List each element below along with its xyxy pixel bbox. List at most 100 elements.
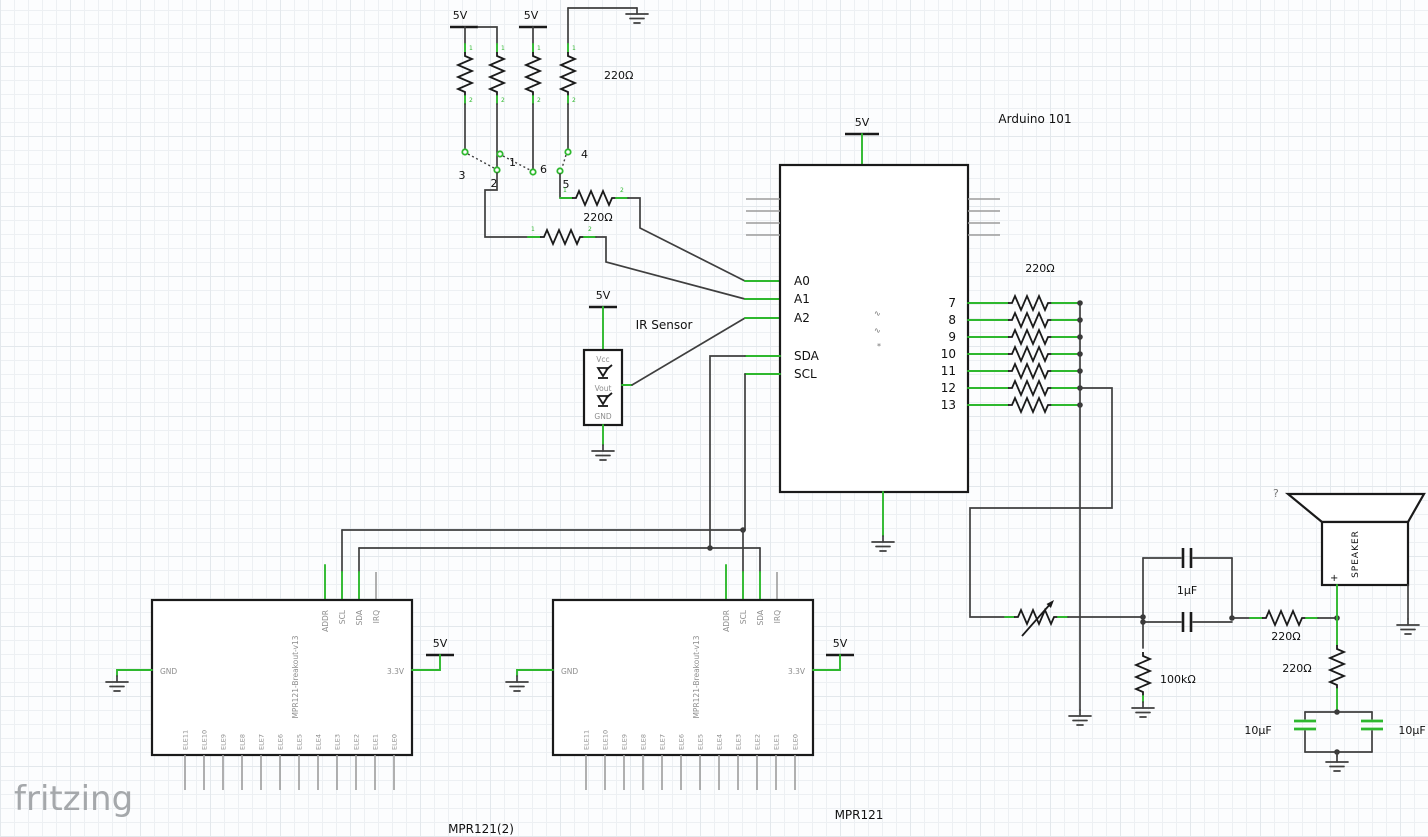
resistor[interactable]: 1 2 [560, 43, 576, 105]
resistor[interactable]: 1 2 [525, 43, 541, 105]
board-body[interactable] [551, 598, 815, 757]
speaker-body[interactable] [1320, 520, 1410, 587]
ground-symbol[interactable] [1396, 618, 1420, 635]
pin-number: 1 [469, 45, 473, 52]
resistor-body [489, 51, 505, 97]
ir-vcc-label: Vcc [596, 355, 609, 364]
ground-symbol[interactable] [1131, 701, 1155, 718]
power-5v-label: 5V [453, 9, 468, 22]
ele-pin-label: ELE8 [640, 734, 648, 750]
pin-number: 1 [501, 45, 505, 52]
arduino-101[interactable]: 5V Arduino 101 A0 A1 A2 SDA SCL 7 8 9 10… [746, 112, 1072, 552]
power-5v[interactable]: 5V [826, 637, 854, 657]
power-5v[interactable]: 5V [845, 116, 879, 136]
ground-symbol[interactable] [1068, 709, 1092, 726]
audio-section: 1µF 100kΩ 220Ω 220Ω 10µF 10µF [1004, 487, 1426, 772]
resistor[interactable]: 1 2 [489, 43, 505, 105]
pin-number: 1 [572, 45, 576, 52]
resistor[interactable]: 1 2 [527, 226, 597, 245]
wire[interactable] [477, 26, 498, 45]
power-5v[interactable]: 5V [589, 289, 617, 309]
switch-contact[interactable] [461, 148, 469, 156]
wire[interactable] [484, 172, 529, 238]
wire[interactable] [516, 669, 554, 677]
pin-label-13: 13 [941, 398, 956, 412]
resistor[interactable] [967, 312, 1081, 328]
ground-symbol[interactable] [625, 7, 649, 24]
ground-symbol[interactable] [1325, 755, 1349, 772]
switch-contact[interactable] [496, 150, 504, 158]
resistor-body [1007, 346, 1053, 362]
ele-pin-label: ELE9 [220, 734, 228, 750]
resistor-100k[interactable]: 100kΩ [1135, 651, 1196, 703]
capacitor-10uf-left[interactable]: 10µF [1244, 711, 1316, 753]
ground-symbol[interactable] [105, 675, 129, 692]
speaker[interactable]: ? SPEAKER + [1273, 487, 1426, 587]
pin-label-a2: A2 [794, 311, 810, 325]
ir-sensor[interactable]: 5V Vcc Vout GND IR Sensor [582, 289, 781, 461]
speaker-plus-label: + [1330, 573, 1338, 584]
resistor[interactable] [967, 397, 1081, 413]
capacitor-10uf-right[interactable]: 10µF [1361, 711, 1426, 753]
switch-contact[interactable] [556, 167, 564, 175]
capacitor-value-label: 1µF [1177, 584, 1197, 597]
resistor[interactable] [967, 295, 1081, 311]
potentiometer[interactable] [1004, 600, 1069, 637]
switch-contact[interactable] [493, 166, 501, 174]
wire-a0[interactable] [627, 197, 746, 282]
resistor-series[interactable]: 220Ω [1231, 610, 1338, 643]
switch-pin-label: 5 [563, 178, 570, 191]
scl-pin-label: SCL [338, 609, 347, 624]
wire[interactable] [411, 654, 441, 671]
wiper-arrow-icon [1021, 601, 1053, 637]
junction-dot [1077, 300, 1083, 306]
led-symbol-icon [596, 395, 610, 406]
power-5v[interactable]: 5V [519, 9, 547, 29]
ele-pin-label: ELE7 [258, 734, 266, 750]
wire-sda[interactable] [709, 355, 746, 549]
switch-pin-label: 6 [540, 163, 547, 176]
switch-contact[interactable] [529, 168, 537, 176]
switch-pin-label: 4 [581, 148, 588, 161]
power-5v[interactable]: 5V [450, 9, 478, 29]
resistor[interactable] [967, 363, 1081, 379]
board-caption: MPR121(2) [448, 822, 514, 836]
arduino-title: Arduino 101 [998, 112, 1071, 126]
ir-sensor-body[interactable] [582, 348, 624, 427]
wire[interactable] [812, 654, 841, 671]
pin-label-9: 9 [948, 330, 956, 344]
resistor-out[interactable]: 220Ω [1282, 617, 1345, 713]
ele-pin-label: ELE4 [716, 734, 724, 750]
resistor[interactable]: 1 2 [559, 187, 629, 206]
arduino-body[interactable] [778, 163, 970, 494]
led-arrow-icon [605, 392, 613, 399]
mpr121-board-1[interactable]: MPR121-Breakout-v13 GND 3.3V ADDR SCL SD… [105, 598, 514, 836]
resistor-value-label: 100kΩ [1160, 673, 1196, 686]
resistor-body [1007, 380, 1053, 396]
junction-dot [1140, 619, 1146, 625]
capacitor-1uf-pair[interactable]: 1µF [1142, 548, 1233, 649]
wire-audio-feed[interactable] [969, 387, 1113, 618]
junction-dot [1334, 709, 1340, 715]
ground-symbol[interactable] [591, 444, 615, 461]
board-body[interactable] [150, 598, 414, 757]
power-5v[interactable]: 5V [426, 637, 454, 657]
pin-number: 2 [501, 97, 505, 104]
resistor[interactable] [967, 380, 1081, 396]
ground-symbol[interactable] [871, 535, 895, 552]
switch-contact[interactable] [564, 148, 572, 156]
ground-symbol[interactable] [505, 675, 529, 692]
resistor[interactable] [967, 346, 1081, 362]
resistor-body [539, 229, 585, 245]
resistor[interactable] [967, 329, 1081, 345]
fritzing-watermark: fritzing [14, 779, 133, 819]
resistor[interactable]: 1 2 [457, 43, 473, 105]
resistor-body [525, 51, 541, 97]
wire[interactable] [116, 669, 153, 677]
wire-a2[interactable] [631, 317, 746, 386]
power-5v-label: 5V [433, 637, 448, 650]
wiper-arrowhead-icon [1046, 600, 1054, 608]
mpr121-board-2[interactable]: MPR121-Breakout-v13 GND 3.3V ADDR SCL SD… [505, 598, 883, 822]
wire-a1[interactable] [595, 236, 746, 300]
sda-pin-label: SDA [756, 609, 765, 625]
